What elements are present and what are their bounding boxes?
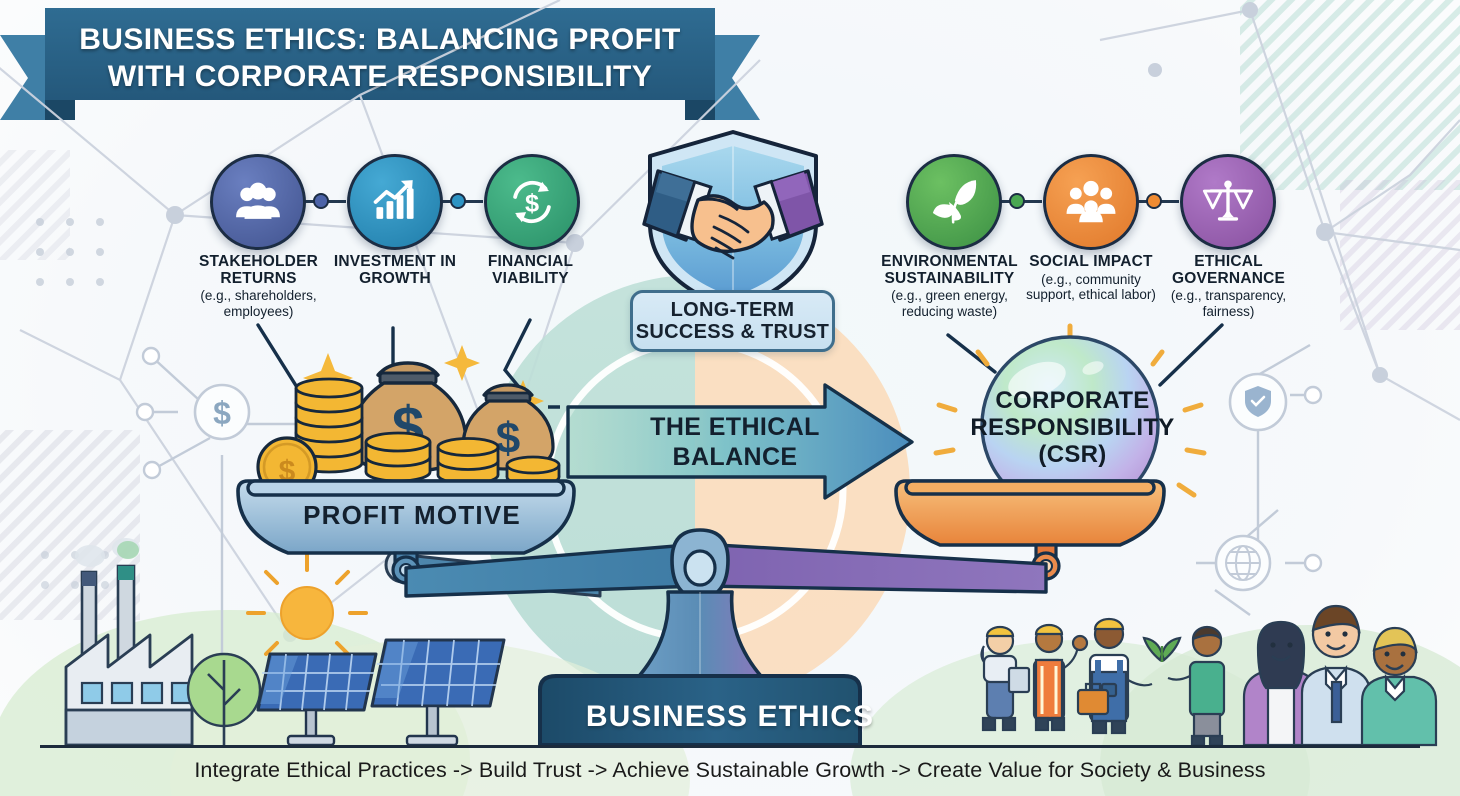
connector-dot-3 xyxy=(1009,193,1025,209)
leaves-icon xyxy=(932,180,977,224)
pillar-label-stakeholder-returns: STAKEHOLDER RETURNS (e.g., shareholders,… xyxy=(186,253,331,319)
page-title: Business Ethics: Balancing Profit with C… xyxy=(45,22,715,96)
growth-chart-icon xyxy=(373,180,414,219)
badge-line-1: LONG-TERM xyxy=(670,298,795,321)
ethical-balance-label: THE ETHICAL BALANCE xyxy=(590,413,880,472)
connector-dot-2 xyxy=(450,193,466,209)
center-background-circle xyxy=(480,275,910,705)
csr-line-3: (CSR) xyxy=(1038,440,1107,468)
profit-motive-label: PROFIT MOTIVE xyxy=(303,500,521,530)
pillar-label-ethical-governance: ETHICAL GOVERNANCE (e.g., transparency, … xyxy=(1156,253,1301,319)
pillar-heading: ENVIRONMENTAL SUSTAINABILITY xyxy=(881,253,1018,287)
pillar-label-environmental-sustainability: ENVIRONMENTAL SUSTAINABILITY (e.g., gree… xyxy=(873,253,1026,319)
pillar-icon-social-impact[interactable] xyxy=(1043,154,1139,250)
pillar-heading: FINANCIAL VIABILITY xyxy=(487,253,574,287)
badge-line-2: SUCCESS & TRUST xyxy=(635,321,830,343)
pillar-label-investment-in-growth: INVESTMENT IN GROWTH xyxy=(330,253,460,287)
dot-grid-decor xyxy=(36,218,109,589)
connector-dot-4 xyxy=(1146,193,1162,209)
footer-divider xyxy=(40,745,1420,748)
csr-label: CORPORATE RESPONSIBILITY (CSR) xyxy=(960,387,1185,469)
shield-check-node-icon xyxy=(1228,343,1323,540)
title-line-2: with Corporate Responsibility xyxy=(107,59,653,93)
csr-line-2: RESPONSIBILITY xyxy=(970,413,1175,441)
arrow-line-1: THE ETHICAL xyxy=(650,413,820,441)
pillar-sub: (e.g., transparency, fairness) xyxy=(1170,288,1287,319)
pillar-icon-financial-viability[interactable]: $ xyxy=(484,154,580,250)
hatch-decor xyxy=(0,0,1460,620)
svg-text:$: $ xyxy=(496,414,520,463)
pillar-heading: STAKEHOLDER RETURNS xyxy=(198,253,319,287)
pillar-icon-environmental-sustainability[interactable] xyxy=(906,154,1002,250)
pillar-icon-ethical-governance[interactable] xyxy=(1180,154,1276,250)
arrow-line-2: BALANCE xyxy=(672,442,798,471)
pillar-icon-stakeholder-returns[interactable] xyxy=(210,154,306,250)
people-group-icon xyxy=(236,182,280,219)
tree-icon xyxy=(186,652,262,745)
money-pile-icon: $ $ xyxy=(256,345,561,498)
connector-dot-1 xyxy=(313,193,329,209)
globe-node-icon xyxy=(1196,509,1323,616)
long-term-success-badge: LONG-TERM SUCCESS & TRUST xyxy=(630,290,835,352)
shield-handshake-emblem xyxy=(642,130,824,312)
pillar-label-social-impact: SOCIAL IMPACT (e.g., community support, … xyxy=(1022,253,1160,303)
pillar-sub: (e.g., community support, ethical labor) xyxy=(1026,271,1156,303)
pillar-sub: (e.g., shareholders, employees) xyxy=(200,288,317,319)
pillar-icon-investment-in-growth[interactable] xyxy=(347,154,443,250)
title-ribbon: Business Ethics: Balancing Profit with C… xyxy=(0,0,760,125)
footer-caption: Integrate Ethical Practices -> Build Tru… xyxy=(194,758,1266,782)
scale-base xyxy=(538,674,862,747)
pillar-heading: INVESTMENT IN GROWTH xyxy=(333,253,457,287)
solar-panel-icon xyxy=(256,638,506,747)
scale-pan-left xyxy=(236,479,576,585)
title-line-1: Business Ethics: Balancing Profit xyxy=(79,23,681,56)
pillar-heading: ETHICAL GOVERNANCE xyxy=(1171,253,1286,287)
workers-group-icon xyxy=(980,604,1438,747)
scale-beam xyxy=(404,528,1048,602)
factory-icon xyxy=(64,538,194,747)
dollar-cycle-icon: $ xyxy=(513,180,551,224)
scales-justice-icon xyxy=(1202,180,1254,221)
community-people-icon xyxy=(1066,180,1116,223)
svg-text:$: $ xyxy=(525,189,539,217)
csr-line-1: CORPORATE xyxy=(995,387,1150,414)
business-ethics-label: BUSINESS ETHICS xyxy=(585,700,875,733)
svg-text:$: $ xyxy=(213,395,231,431)
scale-column xyxy=(630,590,770,686)
pillar-label-financial-viability: FINANCIAL VIABILITY xyxy=(468,253,593,287)
pillar-heading: SOCIAL IMPACT xyxy=(1029,253,1153,270)
pillar-sub: (e.g., green energy, reducing waste) xyxy=(891,288,1008,319)
dollar-node-icon: $ xyxy=(135,346,300,660)
